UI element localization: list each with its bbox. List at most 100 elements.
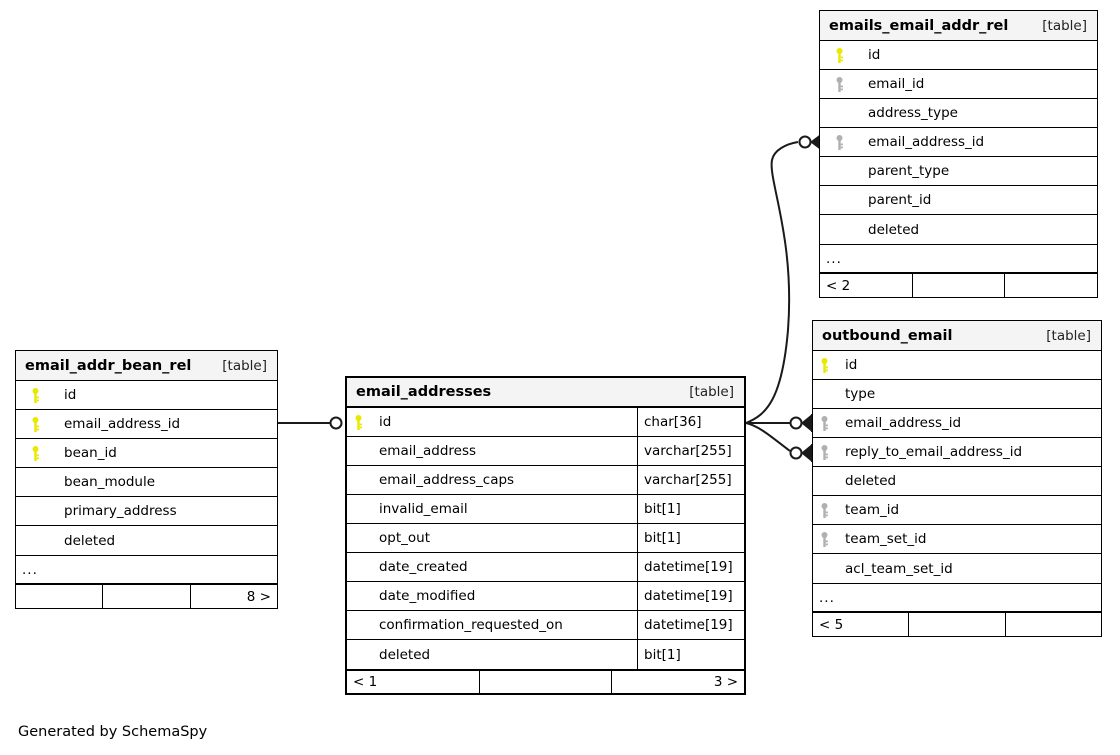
column-name: acl_team_set_id [845,560,953,577]
table-row[interactable]: deleted [813,467,1101,496]
column-name: reply_to_email_address_id [845,444,1023,460]
table-row[interactable]: type [813,380,1101,409]
column-name: deleted [379,646,431,663]
table-row[interactable]: email_address varchar[255] [347,437,744,466]
footer-cell-right [1004,274,1097,297]
column-name: id [64,387,77,403]
table-row[interactable]: deleted [16,526,277,555]
column-name: email_id [868,76,925,92]
column-name: email_address_id [845,415,962,431]
column-name: parent_type [868,163,950,179]
primary-key-icon [16,410,54,438]
column-name: team_set_id [845,531,927,547]
table-row[interactable]: team_set_id [813,525,1101,554]
table-row[interactable]: acl_team_set_id [813,554,1101,583]
table-name: emails_email_addr_rel [829,17,1009,34]
primary-key-icon [16,381,54,409]
table-row[interactable]: primary_address [16,497,277,526]
key-slot-empty [347,466,369,494]
table-row[interactable]: bean_module [16,468,277,497]
foreign-key-icon [813,409,835,437]
table-name: outbound_email [822,327,953,344]
table-row[interactable]: parent_id [820,186,1097,215]
foreign-key-icon [813,438,835,466]
key-slot-empty [820,215,858,244]
footer-cell-right: 8 > [189,585,277,608]
key-slot-empty [347,437,369,465]
table-row[interactable]: opt_out bit[1] [347,524,744,553]
table-tag: [table] [222,357,267,374]
ellipsis-label: ... [826,250,842,267]
table-row[interactable]: id [813,351,1101,380]
footer-cell-right: 3 > [611,671,744,693]
table-row[interactable]: parent_type [820,157,1097,186]
table-row[interactable]: email_address_id [820,128,1097,157]
table-row[interactable]: email_address_id [813,409,1101,438]
table-header: outbound_email [table] [813,321,1101,351]
table-name: email_addr_bean_rel [25,357,192,374]
column-type: bit[1] [637,524,744,552]
column-name: type [845,386,876,402]
table-name: email_addresses [356,384,492,400]
column-name: deleted [868,221,920,238]
footer-caption: Generated by SchemaSpy [18,724,208,740]
key-slot-empty [16,497,54,525]
table-row[interactable]: reply_to_email_address_id [813,438,1101,467]
column-type: char[36] [637,408,744,436]
column-type: bit[1] [637,495,744,523]
primary-key-icon [820,41,858,69]
column-name: email_address_caps [379,472,515,488]
table-row[interactable]: deleted [820,215,1097,244]
column-name: team_id [845,502,900,518]
column-name: opt_out [379,530,430,546]
table-row[interactable]: id [820,41,1097,70]
column-name: address_type [868,105,958,121]
column-name: email_address_id [64,416,181,432]
column-name: bean_module [64,474,156,490]
primary-key-icon [813,351,835,379]
column-type: datetime[19] [637,553,744,581]
primary-key-icon [347,408,369,436]
table-row[interactable]: address_type [820,99,1097,128]
table-row[interactable]: email_id [820,70,1097,99]
table-header: email_addr_bean_rel [table] [16,351,277,381]
foreign-key-icon [820,128,858,156]
footer-cell-middle [911,274,1005,297]
column-name: id [845,357,858,373]
column-name: date_modified [379,588,476,604]
column-name: email_address [379,443,477,459]
column-name: deleted [64,532,116,549]
key-slot-empty [16,526,54,555]
table-row[interactable]: id [16,381,277,410]
footer-cell-middle [908,613,1004,636]
column-name: primary_address [64,503,177,519]
table-row[interactable]: team_id [813,496,1101,525]
column-type: varchar[255] [637,437,744,465]
table-row[interactable]: email_address_id [16,410,277,439]
table-tag: [table] [689,384,734,400]
column-name: id [868,47,881,63]
table-outbound-email[interactable]: outbound_email [table] id type email_addre… [812,320,1102,637]
footer-cell-middle [478,671,612,693]
table-row[interactable]: bean_id [16,439,277,468]
connector-email-addresses-fanout [745,133,823,462]
column-type: datetime[19] [637,611,744,639]
table-footer: 8 > [16,584,277,608]
table-email-addr-bean-rel[interactable]: email_addr_bean_rel [table] id email_addr… [15,350,278,609]
key-slot-empty [813,467,835,495]
table-header: email_addresses [table] [347,378,744,408]
footer-cell-middle [102,585,189,608]
key-slot-empty [820,157,858,185]
column-type: varchar[255] [637,466,744,494]
table-row[interactable]: email_address_caps varchar[255] [347,466,744,495]
